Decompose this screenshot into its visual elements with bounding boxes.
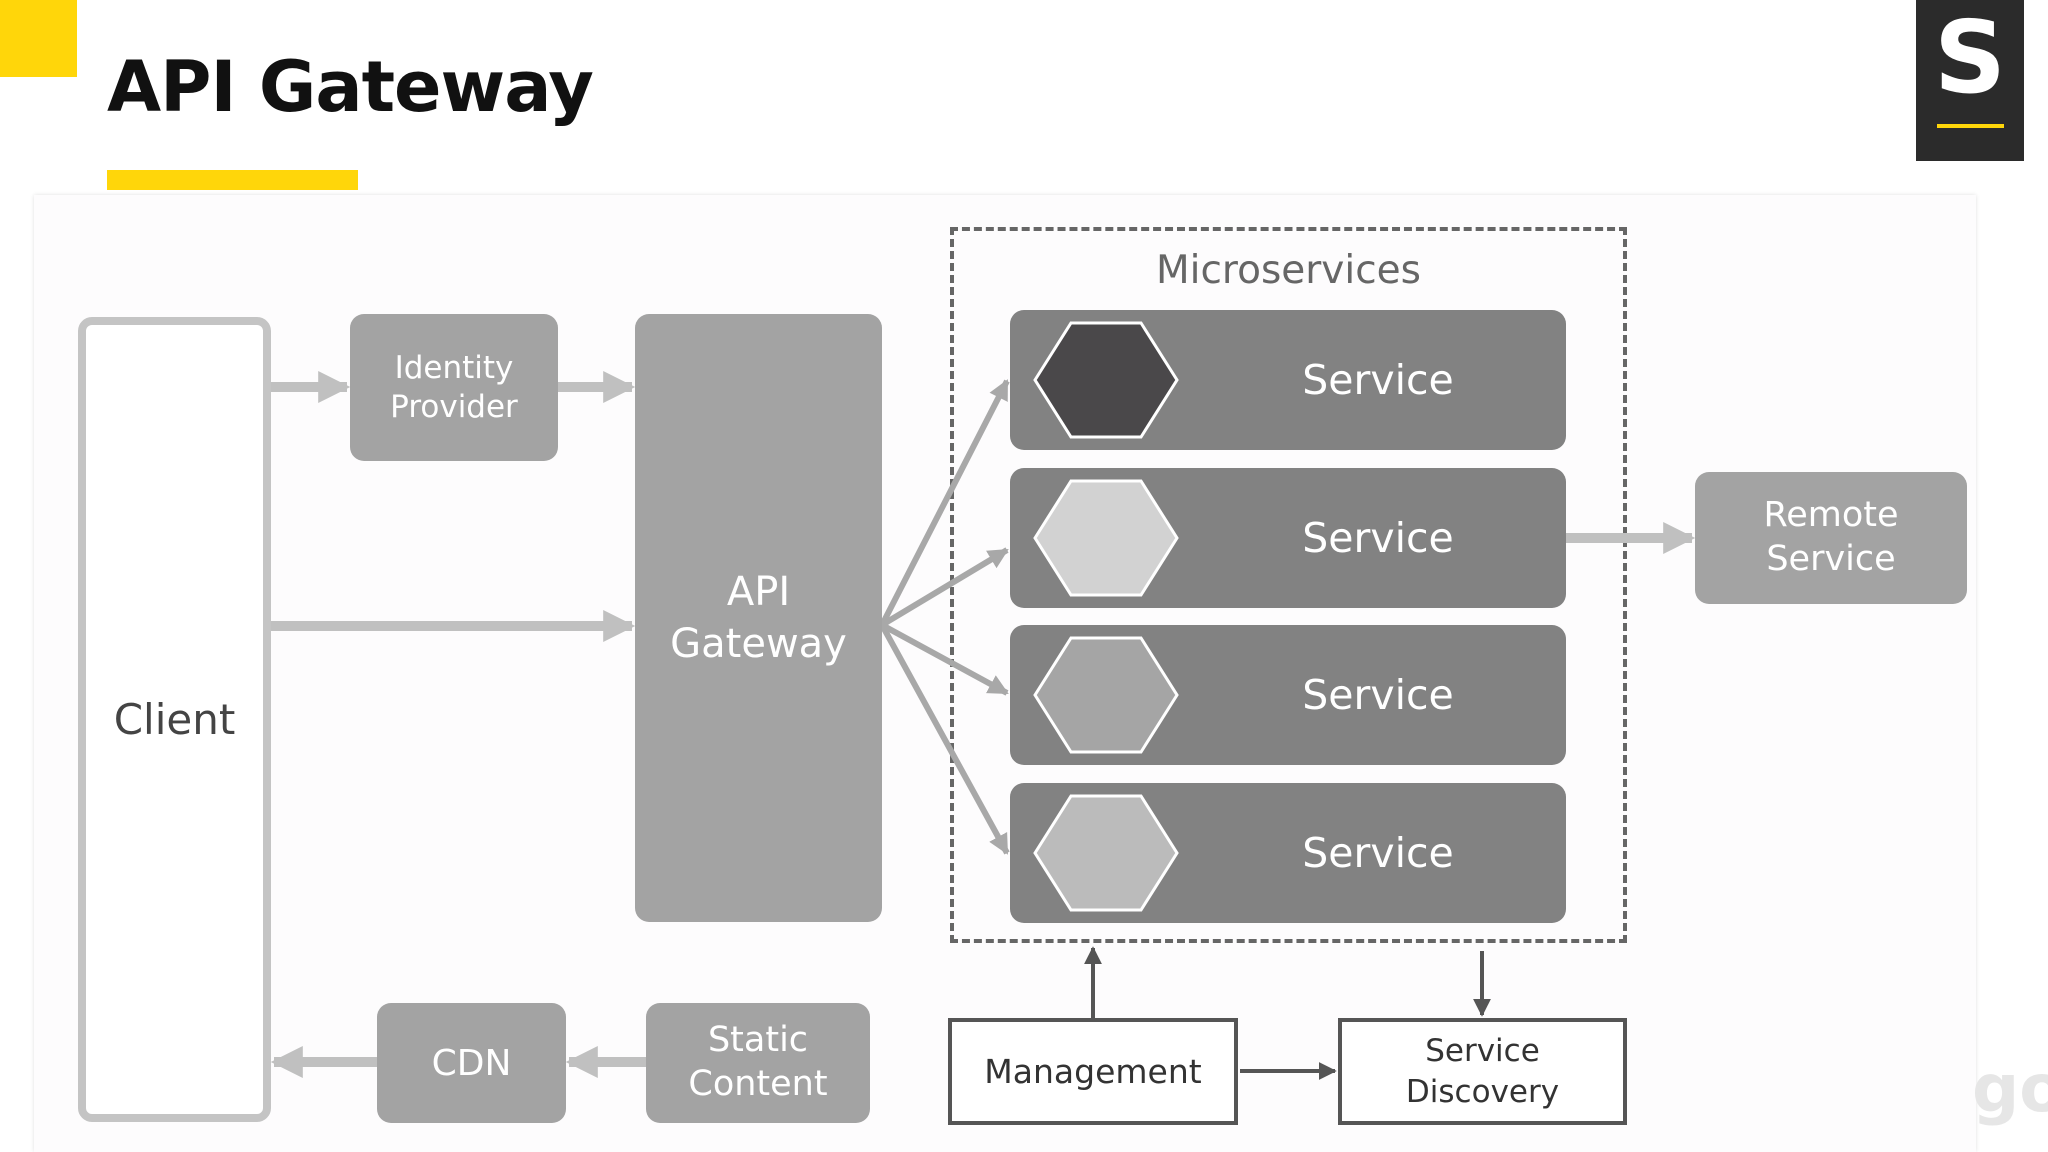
corner-accent [0,0,77,77]
cdn-box: CDN [377,1003,566,1123]
hexagon-icon [1033,321,1179,439]
title-underline [107,170,358,190]
remote-service-box: Remote Service [1695,472,1967,604]
service-label: Service [1302,829,1454,877]
management-box: Management [948,1018,1238,1125]
logo-badge: S [1916,0,2024,161]
service-label: Service [1302,356,1454,404]
service-discovery-label: Service Discovery [1405,1033,1560,1110]
logo-letter: S [1933,0,2007,116]
watermark: go [1972,1050,2048,1127]
arrow-gateway-to-service-4 [879,623,1010,855]
cdn-label: CDN [431,1042,512,1084]
logo-underline [1937,124,2004,128]
service-box-2: Service [1010,468,1566,608]
identity-provider-box: Identity Provider [350,314,558,461]
management-label: Management [984,1052,1202,1091]
static-content-box: Static Content [646,1003,870,1123]
api-gateway-label: API Gateway [670,569,847,667]
page-title: API Gateway [107,46,594,128]
service-box-1: Service [1010,310,1566,450]
arrow-gateway-to-service-2 [880,547,1009,628]
service-discovery-box: Service Discovery [1338,1018,1627,1125]
service-box-3: Service [1010,625,1566,765]
microservices-label: Microservices [1156,248,1421,293]
static-content-label: Static Content [688,1020,828,1104]
client-label: Client [113,695,236,744]
arrow-gateway-to-service-1 [879,379,1010,627]
service-box-4: Service [1010,783,1566,923]
service-label: Service [1302,514,1454,562]
remote-service-label: Remote Service [1763,495,1899,579]
hexagon-icon [1033,636,1179,754]
identity-provider-label: Identity Provider [390,349,518,425]
client-box: Client [78,317,271,1122]
arrow-gateway-to-service-3 [880,622,1009,696]
api-gateway-box: API Gateway [635,314,882,922]
hexagon-icon [1033,794,1179,912]
hexagon-icon [1033,479,1179,597]
service-label: Service [1302,671,1454,719]
